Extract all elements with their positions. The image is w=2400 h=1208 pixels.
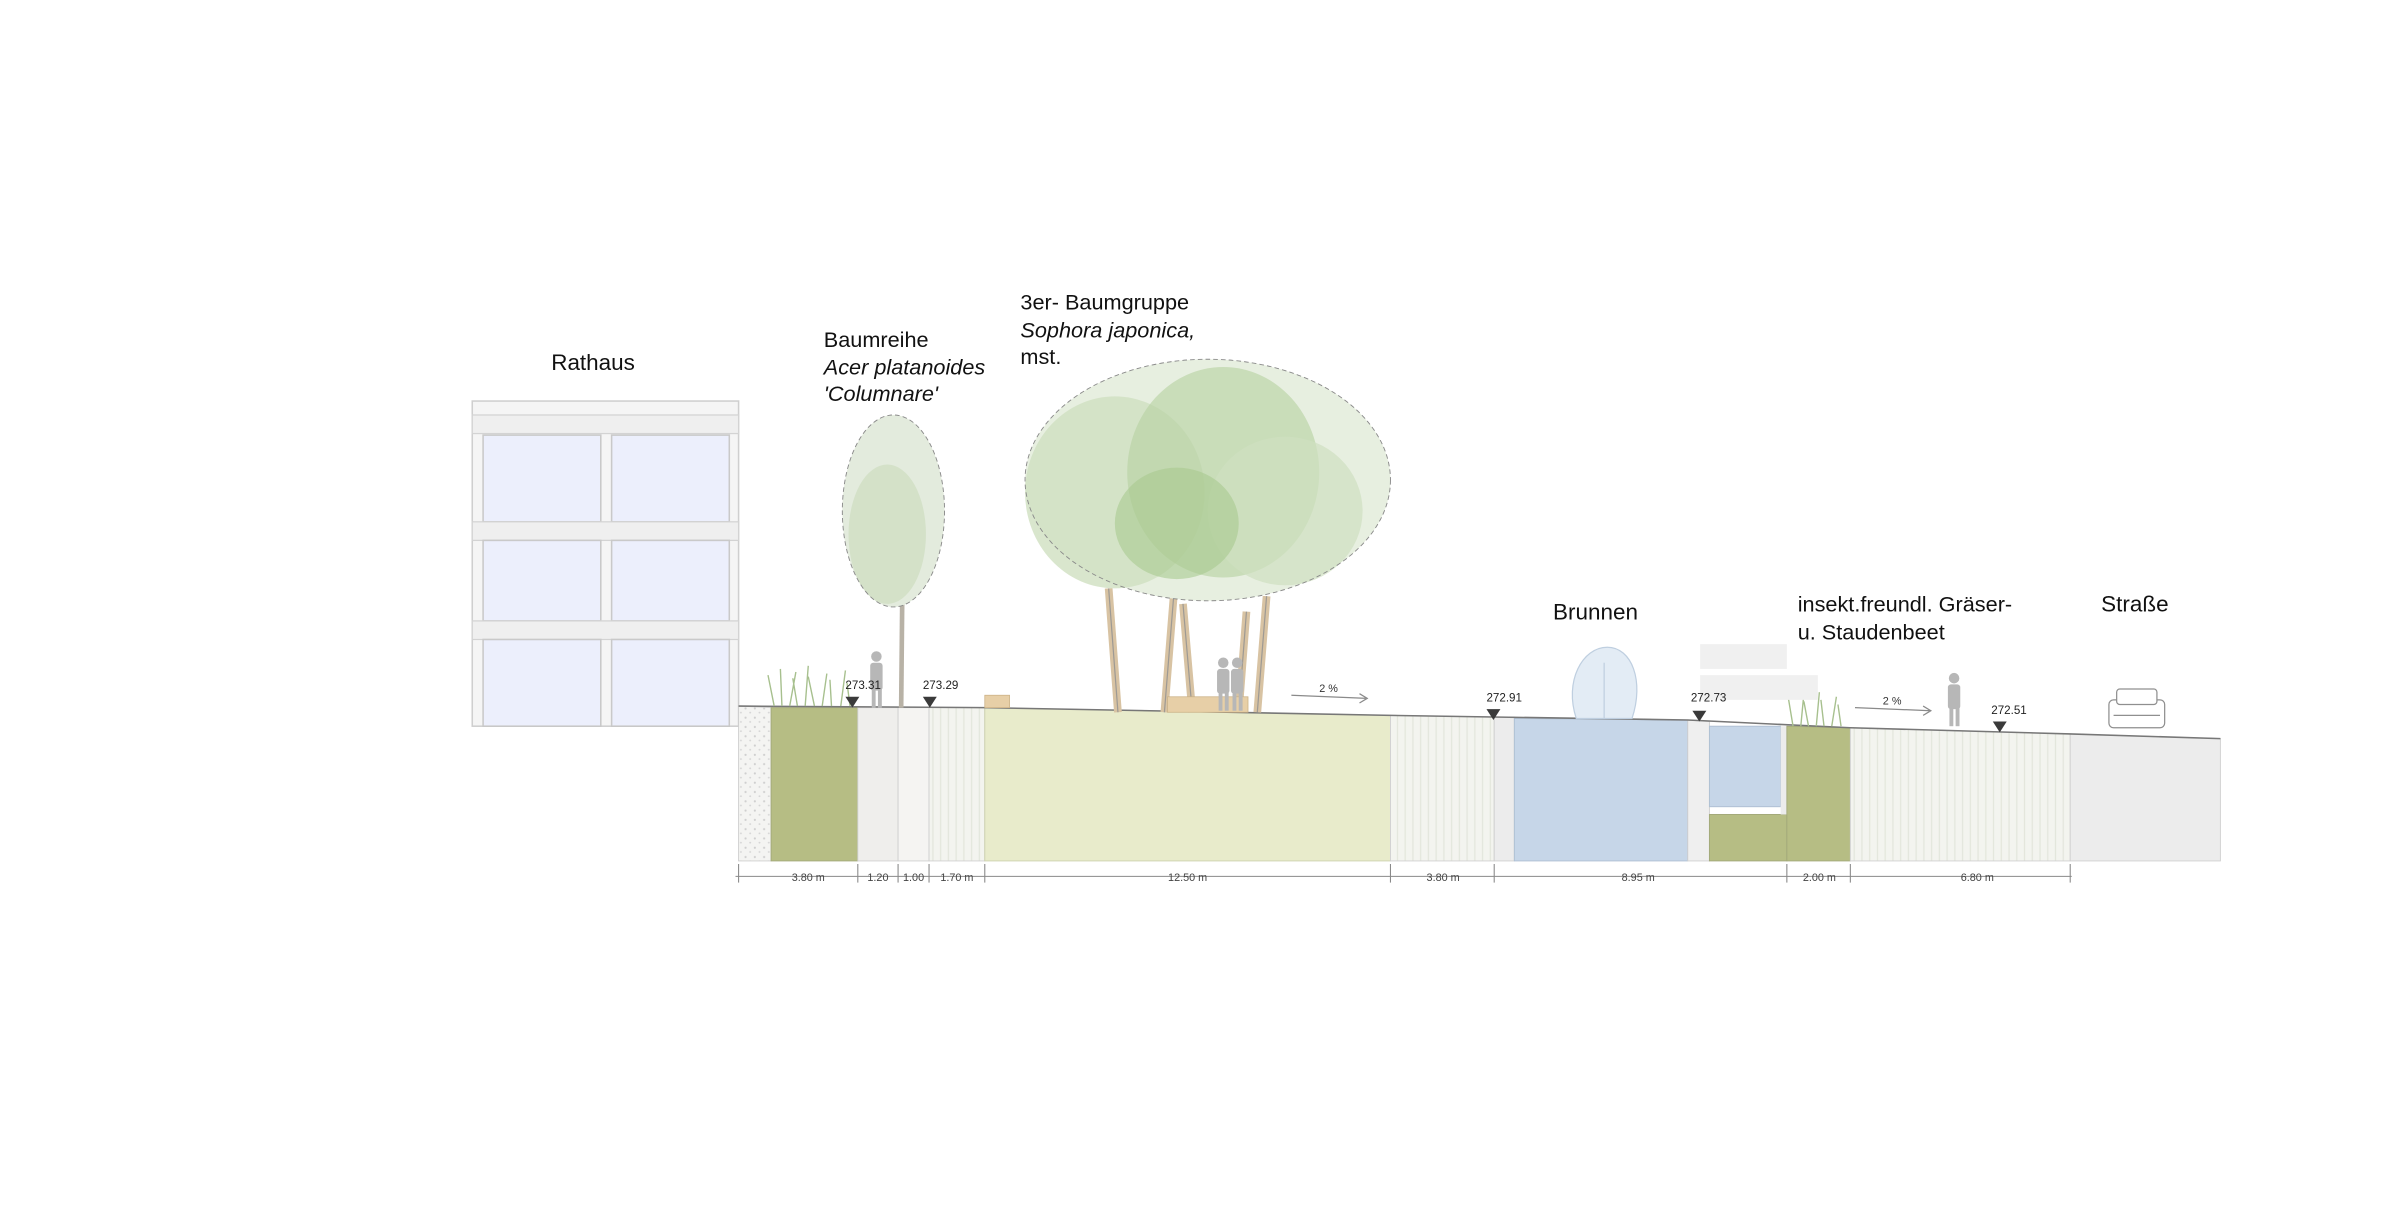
baumreihe-species: Acer platanoides (823, 353, 986, 379)
bench-icon (984, 694, 1010, 709)
tree-group (1024, 358, 1391, 713)
dimension-label: 2.00 m (1803, 872, 1836, 884)
dimension-label: 6.80 m (1961, 872, 1994, 884)
person-silhouette-icon (1230, 657, 1244, 711)
beet-line1: insekt.freundl. Gräser- (1797, 591, 2013, 617)
elevation-markers (845, 696, 2007, 733)
dimension-label: 3.80 m (792, 872, 825, 884)
elevation-marker-icon (1992, 721, 2007, 733)
elevation-label: 273.31 (845, 679, 881, 692)
planting-bed-right (1786, 725, 1851, 862)
elevation-marker-icon (922, 696, 937, 708)
label-strasse: Straße (2101, 593, 2169, 618)
dimension-label: 1.00 (903, 872, 924, 884)
dimension-line (735, 864, 2072, 883)
baumreihe-cultivar: 'Columnare' (823, 380, 939, 406)
elevation-label: 273.29 (923, 679, 959, 692)
car-icon (2108, 688, 2166, 729)
elevation-label: 272.51 (1991, 704, 2027, 717)
elevation-label: 272.91 (1486, 691, 1522, 704)
elevation-marker-icon (1486, 709, 1501, 721)
baumgruppe-title: 3er- Baumgruppe (1020, 289, 1190, 315)
baumgruppe-note: mst. (1020, 343, 1062, 369)
label-beet: insekt.freundl. Gräser- u. Staudenbeet (1798, 591, 2012, 645)
elevation-marker-icon (845, 696, 860, 708)
planting-bed-left (770, 707, 859, 862)
fountain-basin (1513, 717, 1689, 862)
slope-arrows (1291, 693, 1933, 716)
baumreihe-title: Baumreihe (823, 326, 929, 352)
dimension-label: 12.50 m (1168, 872, 1207, 884)
person-silhouette-icon (1947, 672, 1961, 727)
grasses (767, 665, 1842, 727)
column-tree (841, 414, 945, 708)
baumgruppe-species: Sophora japonica, (1020, 316, 1196, 342)
elevation-marker-icon (1692, 710, 1707, 722)
person-silhouette-icon (1217, 657, 1230, 711)
label-baumreihe: Baumreihe Acer platanoides 'Columnare' (824, 327, 985, 408)
beet-line2: u. Staudenbeet (1797, 618, 1945, 644)
dimension-label: 1.70 m (940, 872, 973, 884)
label-rathaus: Rathaus (551, 351, 635, 377)
dimension-label: 1.20 (867, 872, 888, 884)
dimension-label: 3.80 m (1427, 872, 1460, 884)
rathaus-building (471, 400, 740, 727)
slope-label: 2 % (1319, 683, 1338, 695)
label-brunnen: Brunnen (1553, 600, 1638, 626)
fountain-icon (1571, 644, 1818, 720)
dimension-label: 8.95 m (1622, 872, 1655, 884)
road-section (2069, 733, 2221, 862)
person-silhouette-icon (870, 651, 883, 708)
ground-section (738, 705, 2221, 862)
slope-label: 2 % (1883, 696, 1902, 708)
elevation-label: 272.73 (1691, 691, 1727, 704)
label-baumgruppe: 3er- Baumgruppe Sophora japonica, mst. (1020, 290, 1195, 371)
lawn-area (984, 707, 1391, 862)
